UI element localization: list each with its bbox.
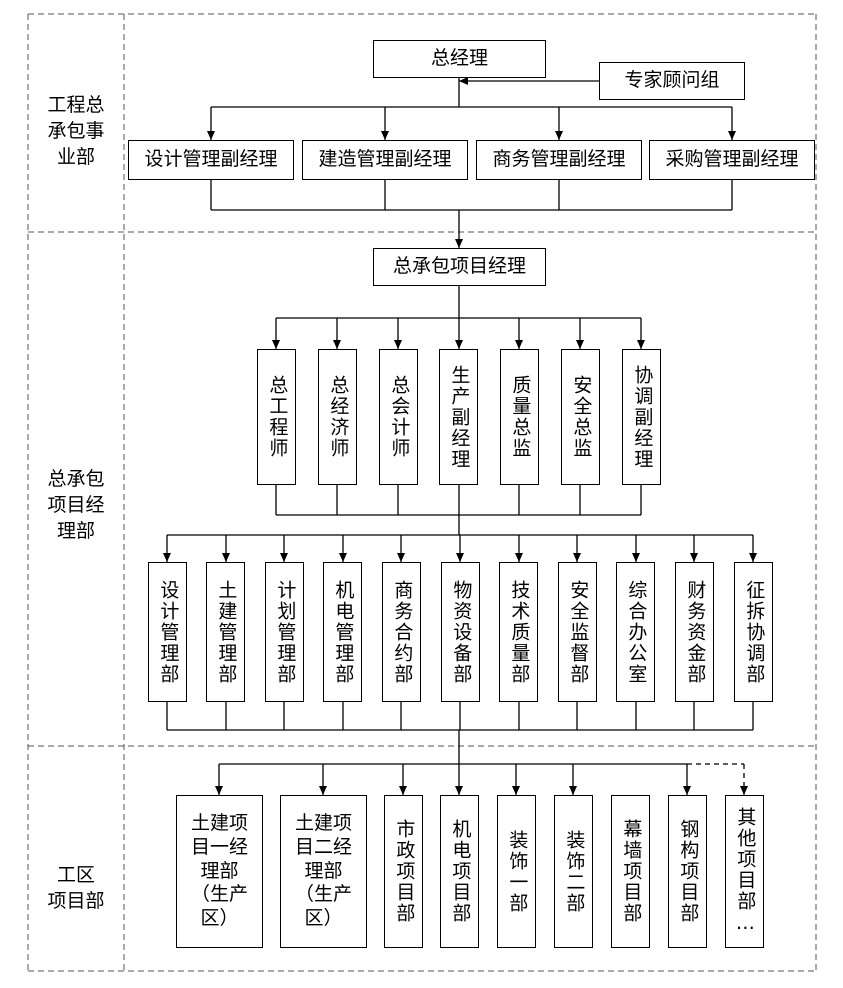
department-box: 财务资金部 <box>675 562 714 702</box>
deputy-box: 商务管理副经理 <box>476 140 642 180</box>
section-label-hq: 工程总 承包事 业部 <box>47 94 105 168</box>
deputy-box: 采购管理副经理 <box>649 140 815 180</box>
department-box: 安全监督部 <box>558 562 597 702</box>
section-label-project: 总承包 项目经 理部 <box>47 468 105 542</box>
role-box: 生产副经理 <box>439 349 478 485</box>
section-label-site: 工区 项目部 <box>47 864 105 912</box>
expert-advisor-box: 专家顾问组 <box>599 62 745 100</box>
department-box: 机电管理部 <box>323 562 362 702</box>
project-manager-box: 总承包项目经理 <box>373 248 546 286</box>
department-box: 计划管理部 <box>265 562 304 702</box>
site-unit-box: 市政项目部 <box>384 795 423 948</box>
site-unit-box: 其他项目部… <box>725 795 764 948</box>
role-box: 协调副经理 <box>622 349 661 485</box>
department-box: 技术质量部 <box>499 562 538 702</box>
deputy-box: 设计管理副经理 <box>128 140 294 180</box>
deputy-box: 建造管理副经理 <box>302 140 468 180</box>
department-box: 物资设备部 <box>441 562 480 702</box>
general-manager-box: 总经理 <box>373 40 546 78</box>
site-unit-wide-box: 土建项 目一经 理部 （生产 区） <box>176 795 263 948</box>
department-box: 土建管理部 <box>206 562 245 702</box>
site-unit-box: 机电项目部 <box>440 795 479 948</box>
site-unit-box: 幕墙项目部 <box>611 795 650 948</box>
role-box: 安全总监 <box>561 349 600 485</box>
department-box: 商务合约部 <box>382 562 421 702</box>
role-box: 质量总监 <box>500 349 539 485</box>
site-unit-box: 钢构项目部 <box>668 795 707 948</box>
department-box: 设计管理部 <box>148 562 187 702</box>
site-unit-box: 装饰二部 <box>554 795 593 948</box>
department-box: 征拆协调部 <box>734 562 773 702</box>
site-unit-box: 装饰一部 <box>497 795 536 948</box>
site-unit-wide-box: 土建项 目二经 理部 （生产 区） <box>280 795 367 948</box>
role-box: 总经济师 <box>318 349 357 485</box>
role-box: 总会计师 <box>379 349 418 485</box>
department-box: 综合办公室 <box>616 562 655 702</box>
role-box: 总工程师 <box>257 349 296 485</box>
